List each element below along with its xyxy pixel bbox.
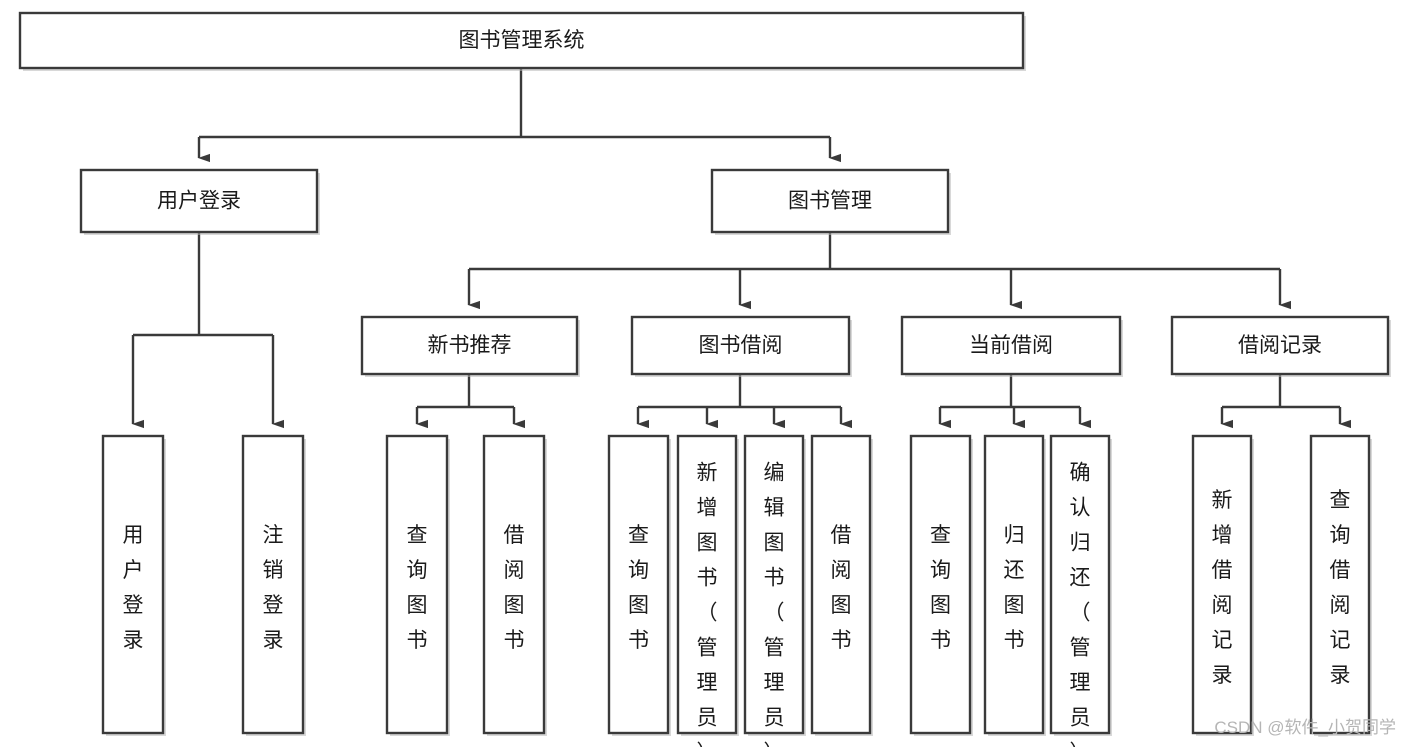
node-label: 新书推荐 xyxy=(428,334,512,357)
node-root[interactable]: 图书管理系统 xyxy=(18,11,1026,71)
csdn-watermark: CSDN @软件_小贺同学 xyxy=(1214,718,1396,737)
connector-group-current-borrow-to-leaves xyxy=(938,374,1091,429)
diagram-nodes: 图书管理系统用户登录图书管理新书推荐图书借阅当前借阅借阅记录用户登录注销登录查询… xyxy=(18,11,1391,747)
node-rect[interactable] xyxy=(1309,434,1371,735)
node-rect[interactable] xyxy=(79,168,319,234)
node-rect[interactable] xyxy=(241,434,305,735)
node-leaf-borrow-book-2[interactable]: 借阅图书 xyxy=(810,434,873,736)
node-leaf-query-book-1[interactable]: 查询图书 xyxy=(385,434,450,736)
node-new-book-rec[interactable]: 新书推荐 xyxy=(360,315,580,377)
node-rect[interactable] xyxy=(983,434,1045,735)
node-label: 图书借阅 xyxy=(699,334,783,357)
node-rect[interactable] xyxy=(743,434,805,735)
node-label: 借阅记录 xyxy=(1238,334,1322,357)
node-leaf-edit-book[interactable]: 编辑图书（管理员） xyxy=(743,434,806,747)
node-book-borrow[interactable]: 图书借阅 xyxy=(630,315,852,377)
node-leaf-query-book-3[interactable]: 查询图书 xyxy=(909,434,973,736)
node-label-vertical: 新增图书（管理员） xyxy=(697,461,718,747)
node-user-login[interactable]: 用户登录 xyxy=(79,168,320,235)
node-label-vertical: 新增借阅记录 xyxy=(1212,489,1233,687)
connector-group-borrow-record-to-leaves xyxy=(1220,374,1351,429)
node-current-borrow[interactable]: 当前借阅 xyxy=(900,315,1123,377)
node-leaf-return-book[interactable]: 归还图书 xyxy=(983,434,1046,736)
node-leaf-borrow-book-1[interactable]: 借阅图书 xyxy=(482,434,547,736)
node-rect[interactable] xyxy=(676,434,738,735)
node-rect[interactable] xyxy=(607,434,670,735)
connector-group-root-to-level1 xyxy=(197,68,841,163)
node-book-manage[interactable]: 图书管理 xyxy=(710,168,951,235)
node-rect[interactable] xyxy=(482,434,546,735)
connector-group-new-book-rec-to-leaves xyxy=(415,374,525,429)
node-rect[interactable] xyxy=(900,315,1122,376)
node-rect[interactable] xyxy=(385,434,449,735)
node-rect[interactable] xyxy=(630,315,851,376)
node-leaf-logout[interactable]: 注销登录 xyxy=(241,434,306,736)
node-label-vertical: 注销登录 xyxy=(263,524,284,652)
node-rect[interactable] xyxy=(18,11,1025,70)
node-rect[interactable] xyxy=(909,434,972,735)
node-leaf-confirm-return[interactable]: 确认归还（管理员） xyxy=(1049,434,1112,747)
node-leaf-query-record[interactable]: 查询借阅记录 xyxy=(1309,434,1372,736)
node-leaf-query-book-2[interactable]: 查询图书 xyxy=(607,434,671,736)
node-label-vertical: 查询图书 xyxy=(628,524,649,652)
node-rect[interactable] xyxy=(1191,434,1253,735)
node-label-vertical: 查询借阅记录 xyxy=(1330,489,1351,687)
node-rect[interactable] xyxy=(710,168,950,234)
node-rect[interactable] xyxy=(1049,434,1111,735)
node-rect[interactable] xyxy=(101,434,165,735)
node-borrow-record[interactable]: 借阅记录 xyxy=(1170,315,1391,377)
node-leaf-add-book[interactable]: 新增图书（管理员） xyxy=(676,434,739,747)
node-label: 用户登录 xyxy=(157,190,241,213)
connector-group-book-borrow-to-leaves xyxy=(636,374,852,429)
node-label-vertical: 借阅图书 xyxy=(831,524,852,652)
node-label-vertical: 用户登录 xyxy=(123,524,144,652)
node-leaf-add-record[interactable]: 新增借阅记录 xyxy=(1191,434,1254,736)
connector-group-book-manage-to-level2 xyxy=(467,232,1291,310)
node-label-vertical: 归还图书 xyxy=(1004,524,1025,652)
node-label: 图书管理 xyxy=(788,190,872,213)
node-rect[interactable] xyxy=(810,434,872,735)
node-label-vertical: 编辑图书（管理员） xyxy=(764,461,785,747)
connector-lines xyxy=(131,68,1351,429)
node-label-vertical: 查询图书 xyxy=(930,524,951,652)
node-label-vertical: 确认归还（管理员） xyxy=(1070,461,1091,747)
node-rect[interactable] xyxy=(1170,315,1390,376)
node-label: 图书管理系统 xyxy=(459,29,585,52)
connector-group-user-login-to-leaves xyxy=(131,232,284,429)
node-label-vertical: 借阅图书 xyxy=(504,524,525,652)
node-label: 当前借阅 xyxy=(969,334,1053,357)
node-leaf-user-login[interactable]: 用户登录 xyxy=(101,434,166,736)
node-rect[interactable] xyxy=(360,315,579,376)
node-label-vertical: 查询图书 xyxy=(407,524,428,652)
